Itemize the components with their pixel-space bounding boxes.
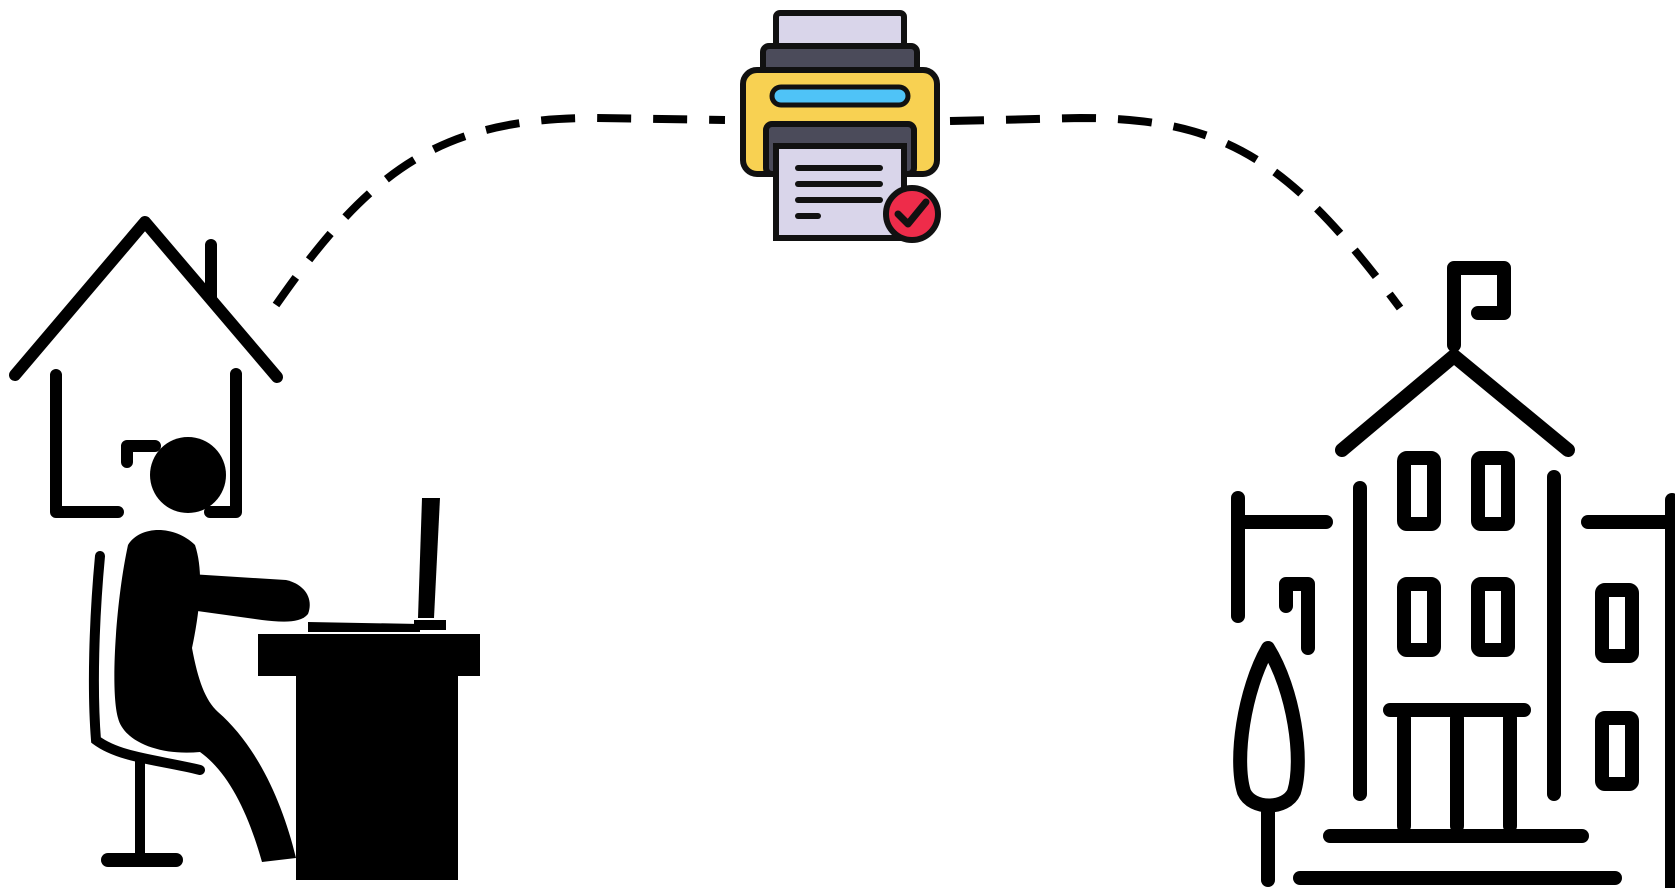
dashed-connectors <box>272 113 1404 311</box>
office-building-icon <box>1231 261 1675 888</box>
connector-home-to-printer <box>272 113 726 308</box>
home-office-icon <box>9 216 480 880</box>
printer-with-checkmark-icon <box>740 10 941 243</box>
connector-printer-to-office <box>949 113 1404 311</box>
